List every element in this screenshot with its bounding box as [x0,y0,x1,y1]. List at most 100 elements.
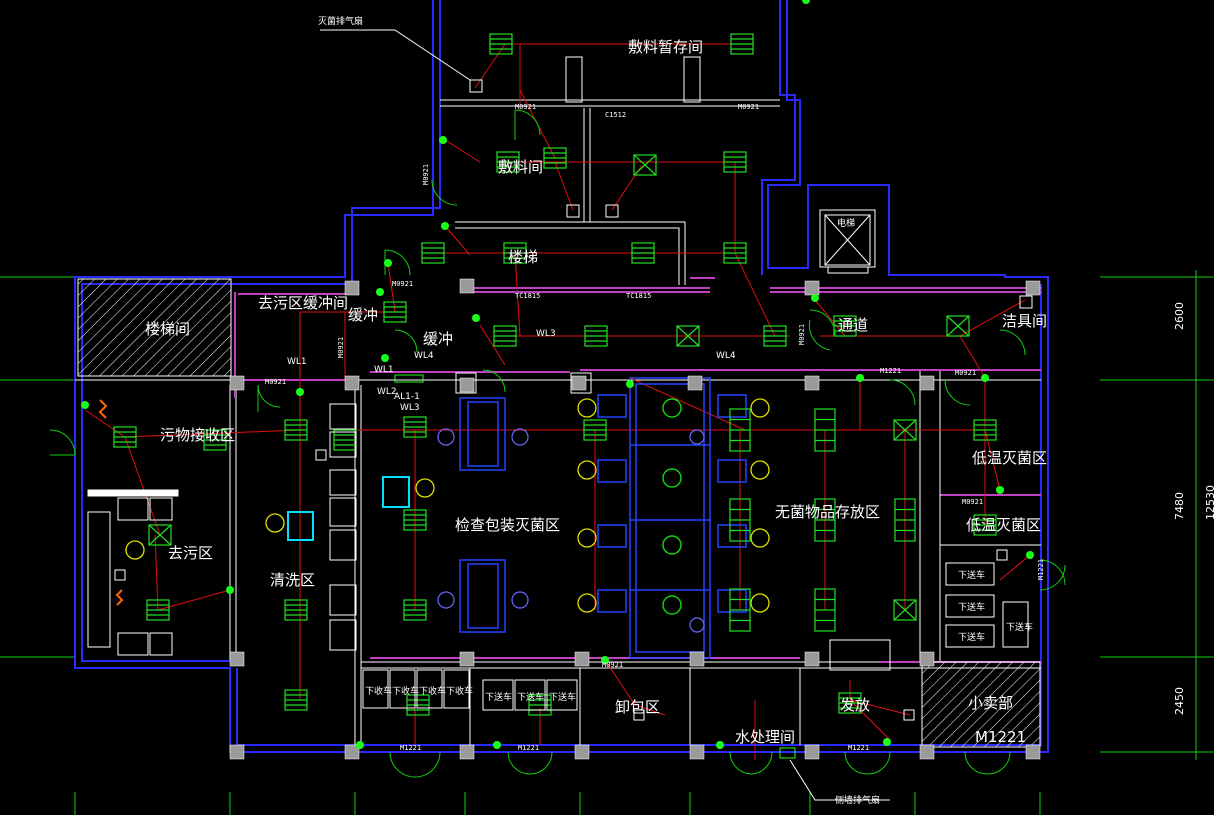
cart-deliver-3: 下送车 [549,691,576,703]
air-vent [946,315,970,337]
tag-al1: AL1-1 [394,392,420,402]
air-vent [421,242,445,264]
cart-deliver-1: 下送车 [485,691,512,703]
tag-m1221-b: M1221 [400,744,421,752]
air-vent [833,315,857,337]
tag-wl3: WL3 [400,403,420,413]
air-vent [973,419,997,441]
cart-collect-2: 下收车 [392,685,419,697]
air-vent [284,419,308,441]
sterilizer-racks [459,377,747,659]
work-chairs [125,398,770,613]
air-vent [729,408,751,452]
dimension-2600: 2600 [1173,302,1186,330]
tag-m1221-d: M1221 [848,744,869,752]
room-buffer-1: 缓冲 [348,306,378,324]
tag-m0921-j: M0921 [602,661,623,669]
exterior-walls [74,0,1049,753]
air-vent [113,426,137,448]
tag-m0921-c: M0921 [422,164,430,185]
air-vent [333,429,357,451]
room-cleaning-tool: 洁具间 [1002,312,1047,330]
room-unload: 卸包区 [615,698,660,716]
room-water-treat: 水处理间 [735,728,795,746]
cart-deliver-r4: 下送车 [1006,621,1033,633]
elevator-shaft [819,209,876,274]
air-vent [284,689,308,711]
air-vent [146,599,170,621]
air-vent [583,419,607,441]
fixture-dots [81,0,1034,749]
squiggle-mark [98,399,108,419]
room-inspect-pack: 检查包装灭菌区 [455,516,560,534]
tag-wl1b: WL1 [374,365,394,375]
small-devices [114,79,1033,721]
interior-walls [75,56,1041,745]
tag-wl4b: WL4 [716,351,736,361]
air-vent [723,242,747,264]
equipment-cabinets [87,403,1029,671]
cart-boxes [362,562,995,711]
air-vent [203,429,227,451]
cart-collect-4: 下收车 [446,685,473,697]
tag-tc1815-b: TC1815 [626,292,651,300]
air-vent [584,325,608,347]
air-vent [631,242,655,264]
room-decon-buffer: 去污区缓冲间 [258,294,348,312]
air-vent [676,325,700,347]
air-vent [814,408,836,452]
air-vent [814,498,836,542]
tag-m1221-e: M1221 [975,728,1026,746]
air-vent [503,242,527,264]
shop-hatch-block [921,661,1041,748]
sterilizer-circles [662,398,682,615]
tag-m0921-a: M0921 [515,103,536,111]
callout-leader-bottom [789,759,890,801]
air-vent [403,509,427,531]
air-vent [406,694,430,716]
air-vent [730,33,754,55]
air-vent [543,147,567,169]
cart-collect-3: 下收车 [419,685,446,697]
air-vent [403,599,427,621]
dimension-lines [0,270,1214,815]
dimension-12530: 12530 [1204,485,1214,520]
tag-m0921-i: M0921 [962,498,983,506]
air-vent [489,33,513,55]
air-vent [894,498,916,542]
tag-m0921-g: M0921 [798,324,806,345]
air-vent [148,524,172,546]
callout-exhaust-bottom: 侧墙排气扇 [835,794,880,806]
air-vent [493,325,517,347]
cart-deliver-r2: 下送车 [958,601,985,613]
tag-wl4: WL4 [414,351,434,361]
tag-wl2: WL2 [377,387,397,397]
air-vent [973,514,997,536]
tag-wl1: WL1 [287,357,307,367]
tag-m0921-b: M0921 [738,103,759,111]
panel-al1 [394,374,424,383]
room-dressing: 敷料间 [498,158,543,176]
tag-m0921-f: M0921 [337,337,345,358]
room-buffer-2: 缓冲 [423,330,453,348]
tag-c1512: C1512 [605,111,626,119]
tag-wl3b: WL3 [536,329,556,339]
cart-collect-1: 下收车 [365,685,392,697]
air-vent [893,599,917,621]
air-vent [814,588,836,632]
room-stair-left: 楼梯间 [145,320,190,338]
cart-deliver-r3: 下送车 [958,631,985,643]
fan-symbols [437,428,705,633]
air-vent [403,416,427,438]
room-stair: 楼梯 [508,248,538,266]
air-vent [838,692,862,714]
tag-m1221-c: M1221 [518,744,539,752]
air-vent [729,498,751,542]
callout-exhaust-top: 灭菌排气扇 [318,15,363,27]
air-vents [113,33,997,716]
room-cleaning: 清洗区 [270,571,315,589]
cart-deliver-r1: 下送车 [958,569,985,581]
air-vent [284,599,308,621]
supply-duct-lines [84,43,1031,760]
